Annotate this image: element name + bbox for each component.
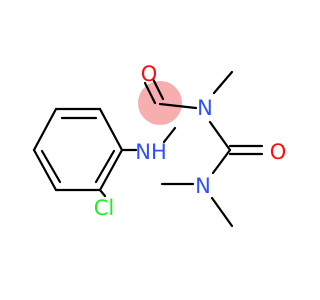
- ring-bond: [98, 107, 124, 152]
- chlorine-atom-label: Cl: [94, 196, 115, 220]
- oxygen-atom-label: O: [141, 62, 158, 86]
- ring-bond: [32, 148, 58, 192]
- ring-bond: [98, 148, 124, 192]
- nitrogen-atom-label: N: [197, 96, 213, 120]
- c-n-bond: [158, 102, 198, 110]
- n-methyl-down: [210, 196, 234, 228]
- nitrogen-atom-label-2: N: [195, 174, 211, 198]
- benzene-ring: [32, 107, 124, 192]
- n-c-bond: [162, 126, 177, 144]
- c-n-bond-2: [211, 148, 232, 175]
- ring-double-bond: [94, 149, 116, 184]
- ring-bond: [32, 107, 58, 152]
- c-o-double-bond: [151, 77, 165, 101]
- c-o-double-bond: [143, 81, 157, 105]
- c-cl-bond: [98, 188, 107, 198]
- n-c-bond-2: [208, 120, 232, 152]
- molecule-structure: O NH N O N Cl: [32, 62, 287, 228]
- n-methyl-bond: [212, 70, 234, 95]
- nh-atom-label: NH: [135, 140, 167, 164]
- oxygen-atom-label-2: O: [270, 140, 287, 164]
- ring-double-bond: [40, 149, 62, 184]
